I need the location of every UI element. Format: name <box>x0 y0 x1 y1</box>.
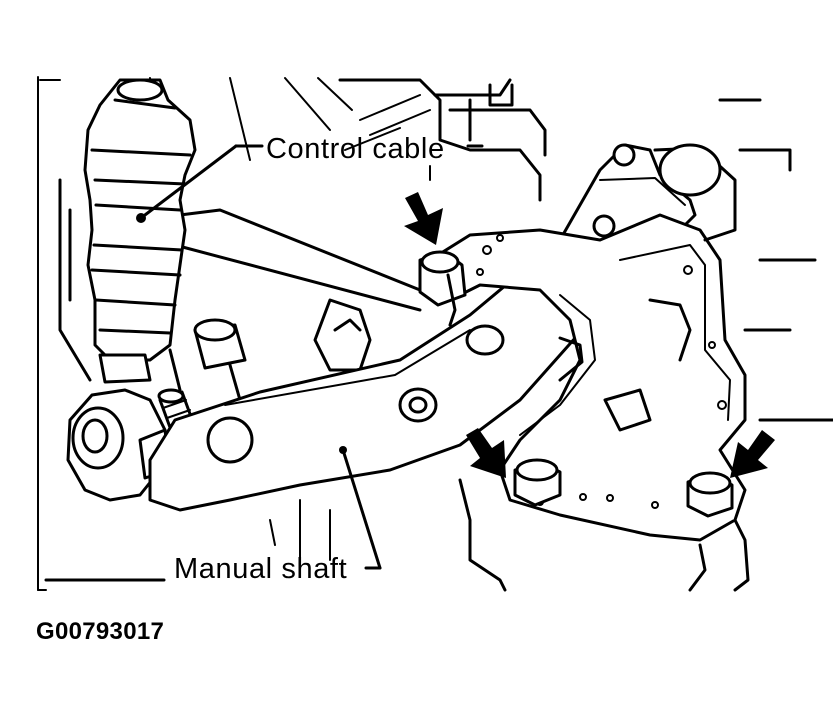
transaxle-case <box>39 77 833 592</box>
bolt-lower-right <box>686 471 734 518</box>
arrow-lower-left-bolt <box>466 428 506 478</box>
control-cable-leader <box>139 144 484 220</box>
frame <box>37 76 47 591</box>
bolt-lower-left <box>513 458 562 507</box>
manual-shaft-leader <box>44 446 382 582</box>
arrow-lower-right-bolt <box>730 430 775 478</box>
control-cable-label: Control cable <box>266 133 445 165</box>
cable-end-eyelet <box>66 388 172 502</box>
figure-code: G00793017 <box>36 618 164 645</box>
control-cable-boot <box>83 78 197 384</box>
bolt-upper <box>418 250 467 327</box>
bracket-plate <box>428 213 747 542</box>
arrow-upper-bolt <box>404 192 443 245</box>
housing-ring <box>648 143 737 362</box>
manual-shaft-lever <box>148 143 697 512</box>
manual-shaft-label: Manual shaft <box>174 553 347 585</box>
